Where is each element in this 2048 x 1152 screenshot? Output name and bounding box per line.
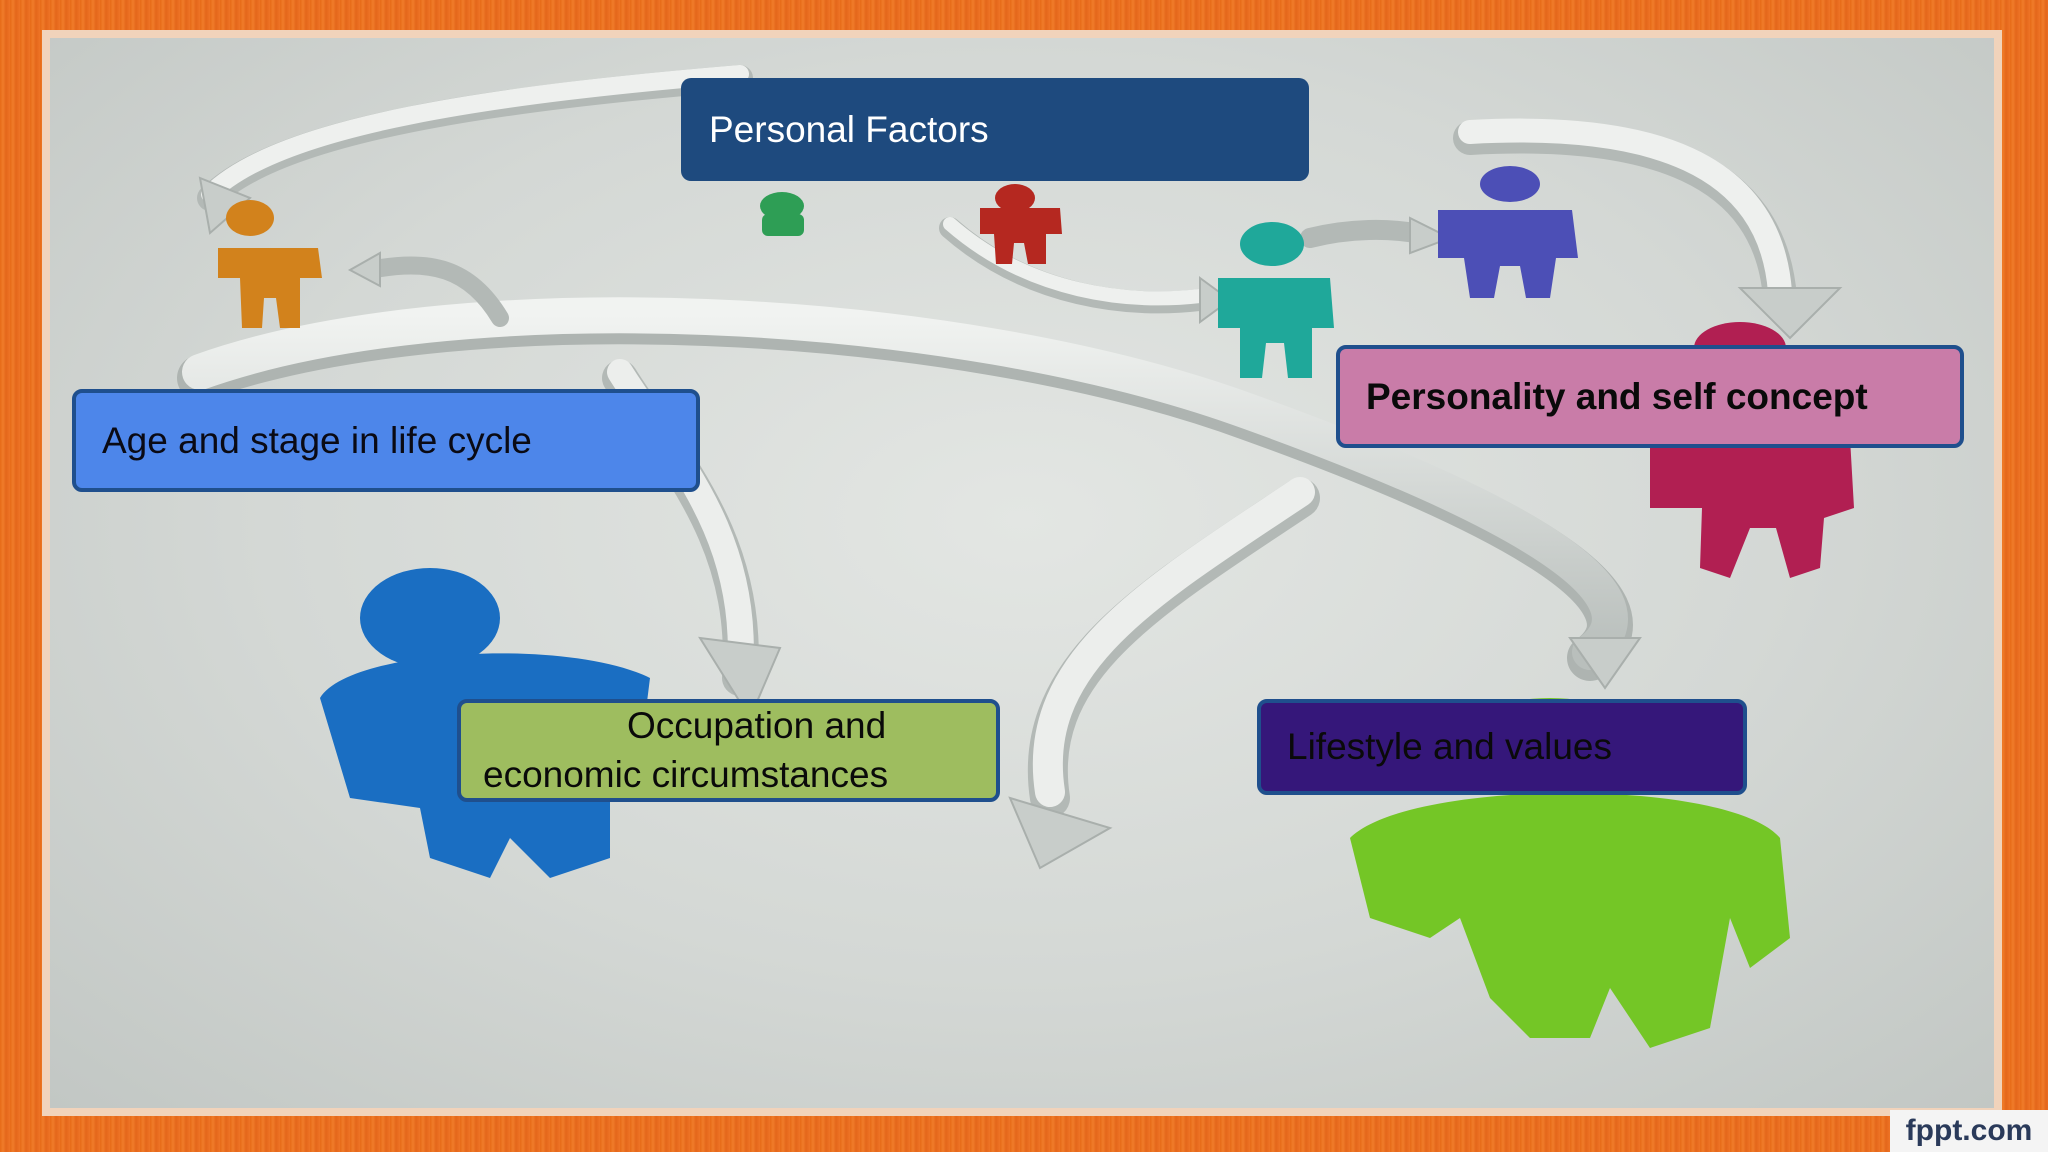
arrowheads [198, 176, 1843, 870]
personality-box: Personality and self concept [1336, 345, 1964, 448]
occupation-box: Occupation and economic circumstances [457, 699, 1000, 802]
lifestyle-label: Lifestyle and values [1287, 726, 1612, 767]
slide-canvas [42, 30, 2002, 1116]
watermark-badge: fppt.com [1890, 1110, 2048, 1152]
personal-factors-box: Personal Factors [681, 78, 1309, 181]
age-stage-label: Age and stage in life cycle [102, 419, 532, 461]
teal-person-icon [1218, 222, 1334, 378]
occupation-label-line1: Occupation and [627, 705, 887, 747]
watermark-text: fppt.com [1905, 1114, 2033, 1147]
green-person-icon [760, 192, 804, 236]
lifestyle-box: Lifestyle and values [1257, 699, 1747, 795]
diagram-scene [177, 65, 1854, 1048]
personal-factors-label: Personal Factors [709, 108, 989, 150]
orange-person-icon [218, 200, 322, 328]
red-person-icon [980, 184, 1062, 264]
occupation-label-line2: economic circumstances [483, 753, 889, 795]
age-stage-box: Age and stage in life cycle [72, 389, 700, 492]
purple-person-icon [1438, 166, 1578, 298]
personality-label: Personality and self concept [1366, 375, 1868, 417]
